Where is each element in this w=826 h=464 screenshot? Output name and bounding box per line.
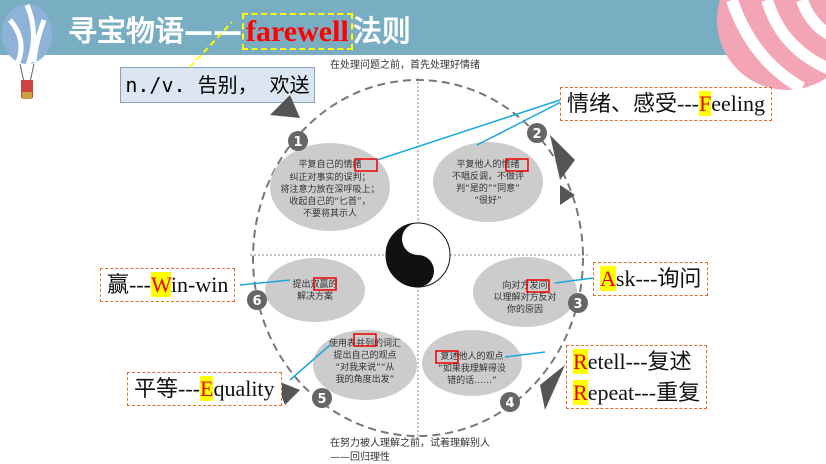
diagram-shape: 1 2 3 4 5 6: [252, 127, 582, 411]
title-keyword: farewell: [242, 13, 353, 50]
diagram-label: 纠正对事实的误判；: [289, 171, 370, 183]
diagram-shape: [435, 350, 459, 364]
diagram-shape: [312, 388, 332, 408]
top-caption: 在处理问题之前，首先处理好情绪: [330, 58, 480, 71]
diagram-shape: [568, 293, 588, 313]
diagram-label: 我的角度出发”: [336, 373, 395, 385]
callout-feeling: 情绪、感受---Feeling: [560, 87, 772, 121]
header-band: [0, 0, 826, 55]
diagram-shape: [313, 330, 417, 400]
diagram-label: 不要将其示人: [303, 208, 357, 219]
striped-balloon-icon: [717, 0, 826, 94]
diagram-shape: [526, 279, 550, 293]
callout-equality: 平等---Equality: [127, 372, 282, 406]
diagram-label: “很好”: [474, 194, 501, 206]
diagram-label: 3: [573, 297, 582, 312]
diagram-shape: 平复自己的情绪 纠正对事实的误判； 将注意力放在深呼吸上； 收起自己的“匕首”，…: [280, 158, 556, 386]
diagram-shape: [270, 95, 300, 118]
diagram-label: 收起自己的“匕首”，: [289, 195, 370, 207]
diagram-label: 提出自己的观点: [333, 349, 396, 361]
diagram-shape: [527, 123, 547, 143]
diagram-label: 错的话……”: [447, 374, 497, 386]
diagram-shape: [422, 330, 522, 396]
diagram-label: 以理解对方反对: [493, 291, 556, 303]
diagram-label: ——回归理性: [330, 450, 390, 463]
diagram-shape: [476, 99, 566, 146]
diagram-shape: [354, 158, 378, 172]
diagram-label: “对我来说”“从: [336, 361, 395, 373]
diagram-shape: [726, 0, 826, 94]
step-6-text: 提出双赢的: [292, 278, 337, 290]
diagram-shape: [2, 4, 52, 64]
diagram-shape: [353, 333, 377, 347]
diagram-shape: [270, 143, 390, 231]
callout-winwin: 赢---Win-win: [100, 268, 236, 302]
diagram-shape: [560, 185, 575, 205]
diagram-shape: [500, 392, 520, 412]
diagram-label: 2: [532, 127, 541, 142]
diagram-shape: [505, 158, 529, 172]
step-4-text: 复述他人的观点: [440, 350, 503, 362]
diagram-shape: [288, 131, 308, 151]
diagram-shape: [247, 290, 267, 310]
hot-air-balloon-icon: [2, 4, 52, 99]
diagram-shape: [289, 344, 331, 381]
step-2-text: 平复他人的情绪: [456, 158, 519, 170]
diagram-label: 4: [505, 396, 514, 411]
diagram-shape: [413, 266, 423, 276]
diagram-shape: [554, 277, 594, 284]
yin-yang-icon: [385, 222, 451, 288]
diagram-shape: [540, 365, 565, 410]
diagram-shape: [29, 63, 35, 83]
diagram-label: “如果我理解得没: [438, 362, 506, 374]
diagram-label: 1: [293, 135, 302, 150]
diagram-shape: [313, 277, 337, 291]
diagram-label: 5: [317, 392, 326, 407]
bottom-caption: 在努力被人理解之前，试着理解别人: [330, 436, 490, 449]
keyword-highlights: [313, 158, 550, 364]
callout-ask: Ask---询问: [593, 262, 709, 296]
step-1-text: 平复自己的情绪: [298, 158, 361, 170]
diagram-label: 解决方案: [297, 290, 333, 302]
diagram-shape: [8, 4, 47, 69]
diagram-shape: [433, 142, 543, 222]
diagram-shape: [473, 257, 577, 327]
step-3-text: 向对方发问: [502, 279, 547, 291]
diagram-shape: [22, 92, 32, 99]
diagram-label: 判“是的”“同意”: [456, 182, 520, 194]
diagram-label: 将注意力放在深呼吸上；: [280, 183, 379, 195]
diagram-label: 你的原因: [507, 303, 543, 315]
diagram-shape: [19, 63, 25, 83]
diagram-shape: [247, 123, 588, 412]
diagram-shape: [413, 234, 423, 244]
diagram-label: 6: [252, 294, 261, 309]
diagram-label: 不唱反调，不做评: [452, 170, 524, 182]
diagram-shape: [504, 351, 546, 358]
step-5-text: 使用表并列的词汇: [329, 337, 401, 349]
definition-box: n./v. 告别， 欢送: [120, 67, 315, 103]
diagram-shape: [376, 99, 561, 161]
diagram-shape: [239, 279, 291, 286]
connector-lines: [239, 99, 594, 381]
diagram-shape: [550, 135, 575, 180]
